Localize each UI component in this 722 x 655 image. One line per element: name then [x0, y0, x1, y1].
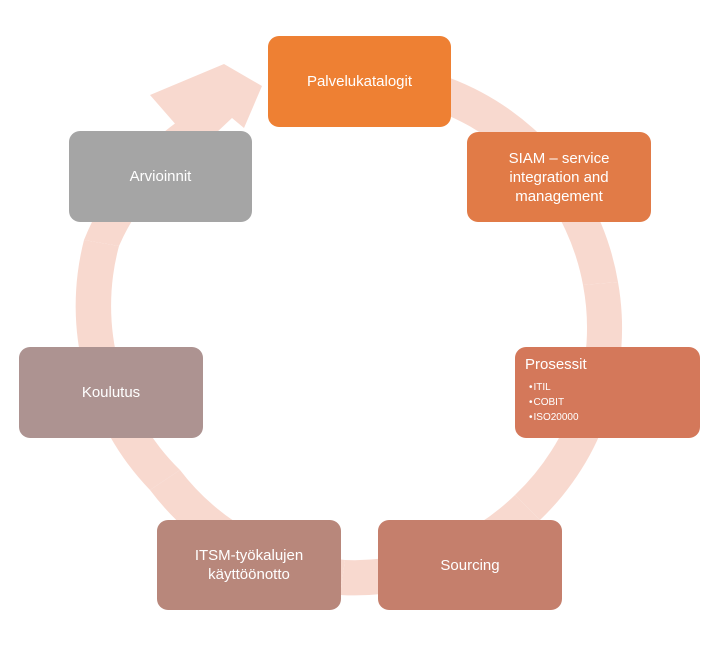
- cycle-arrowhead: [150, 64, 262, 150]
- node-sourcing: Sourcing: [378, 520, 562, 610]
- node-siam: SIAM – service integration and managemen…: [467, 132, 651, 222]
- node-koulutus: Koulutus: [19, 347, 203, 438]
- node-label: Koulutus: [81, 384, 141, 401]
- node-label: Palvelukatalogit: [306, 73, 413, 90]
- process-list: ITIL COBIT ISO20000: [525, 380, 690, 425]
- process-item: ISO20000: [529, 410, 690, 425]
- process-item: COBIT: [529, 395, 690, 410]
- node-label: SIAM – service integration and managemen…: [508, 149, 610, 205]
- node-label: Sourcing: [440, 556, 500, 574]
- node-label: ITSM-työkalujen käyttöönotto: [194, 547, 304, 583]
- node-label: Prosessit: [525, 356, 587, 373]
- node-arvioinnit: Arvioinnit: [69, 131, 252, 222]
- process-item: ITIL: [529, 380, 690, 395]
- cycle-arc: [515, 282, 623, 520]
- node-itsm: ITSM-työkalujen käyttöönotto: [157, 520, 341, 610]
- node-palvelukatalogit: Palvelukatalogit: [268, 36, 451, 127]
- node-label: Arvioinnit: [129, 168, 192, 185]
- node-prosessit: Prosessit ITIL COBIT ISO20000: [515, 347, 700, 438]
- cycle-arc: [75, 240, 180, 490]
- cycle-arc: [442, 78, 618, 285]
